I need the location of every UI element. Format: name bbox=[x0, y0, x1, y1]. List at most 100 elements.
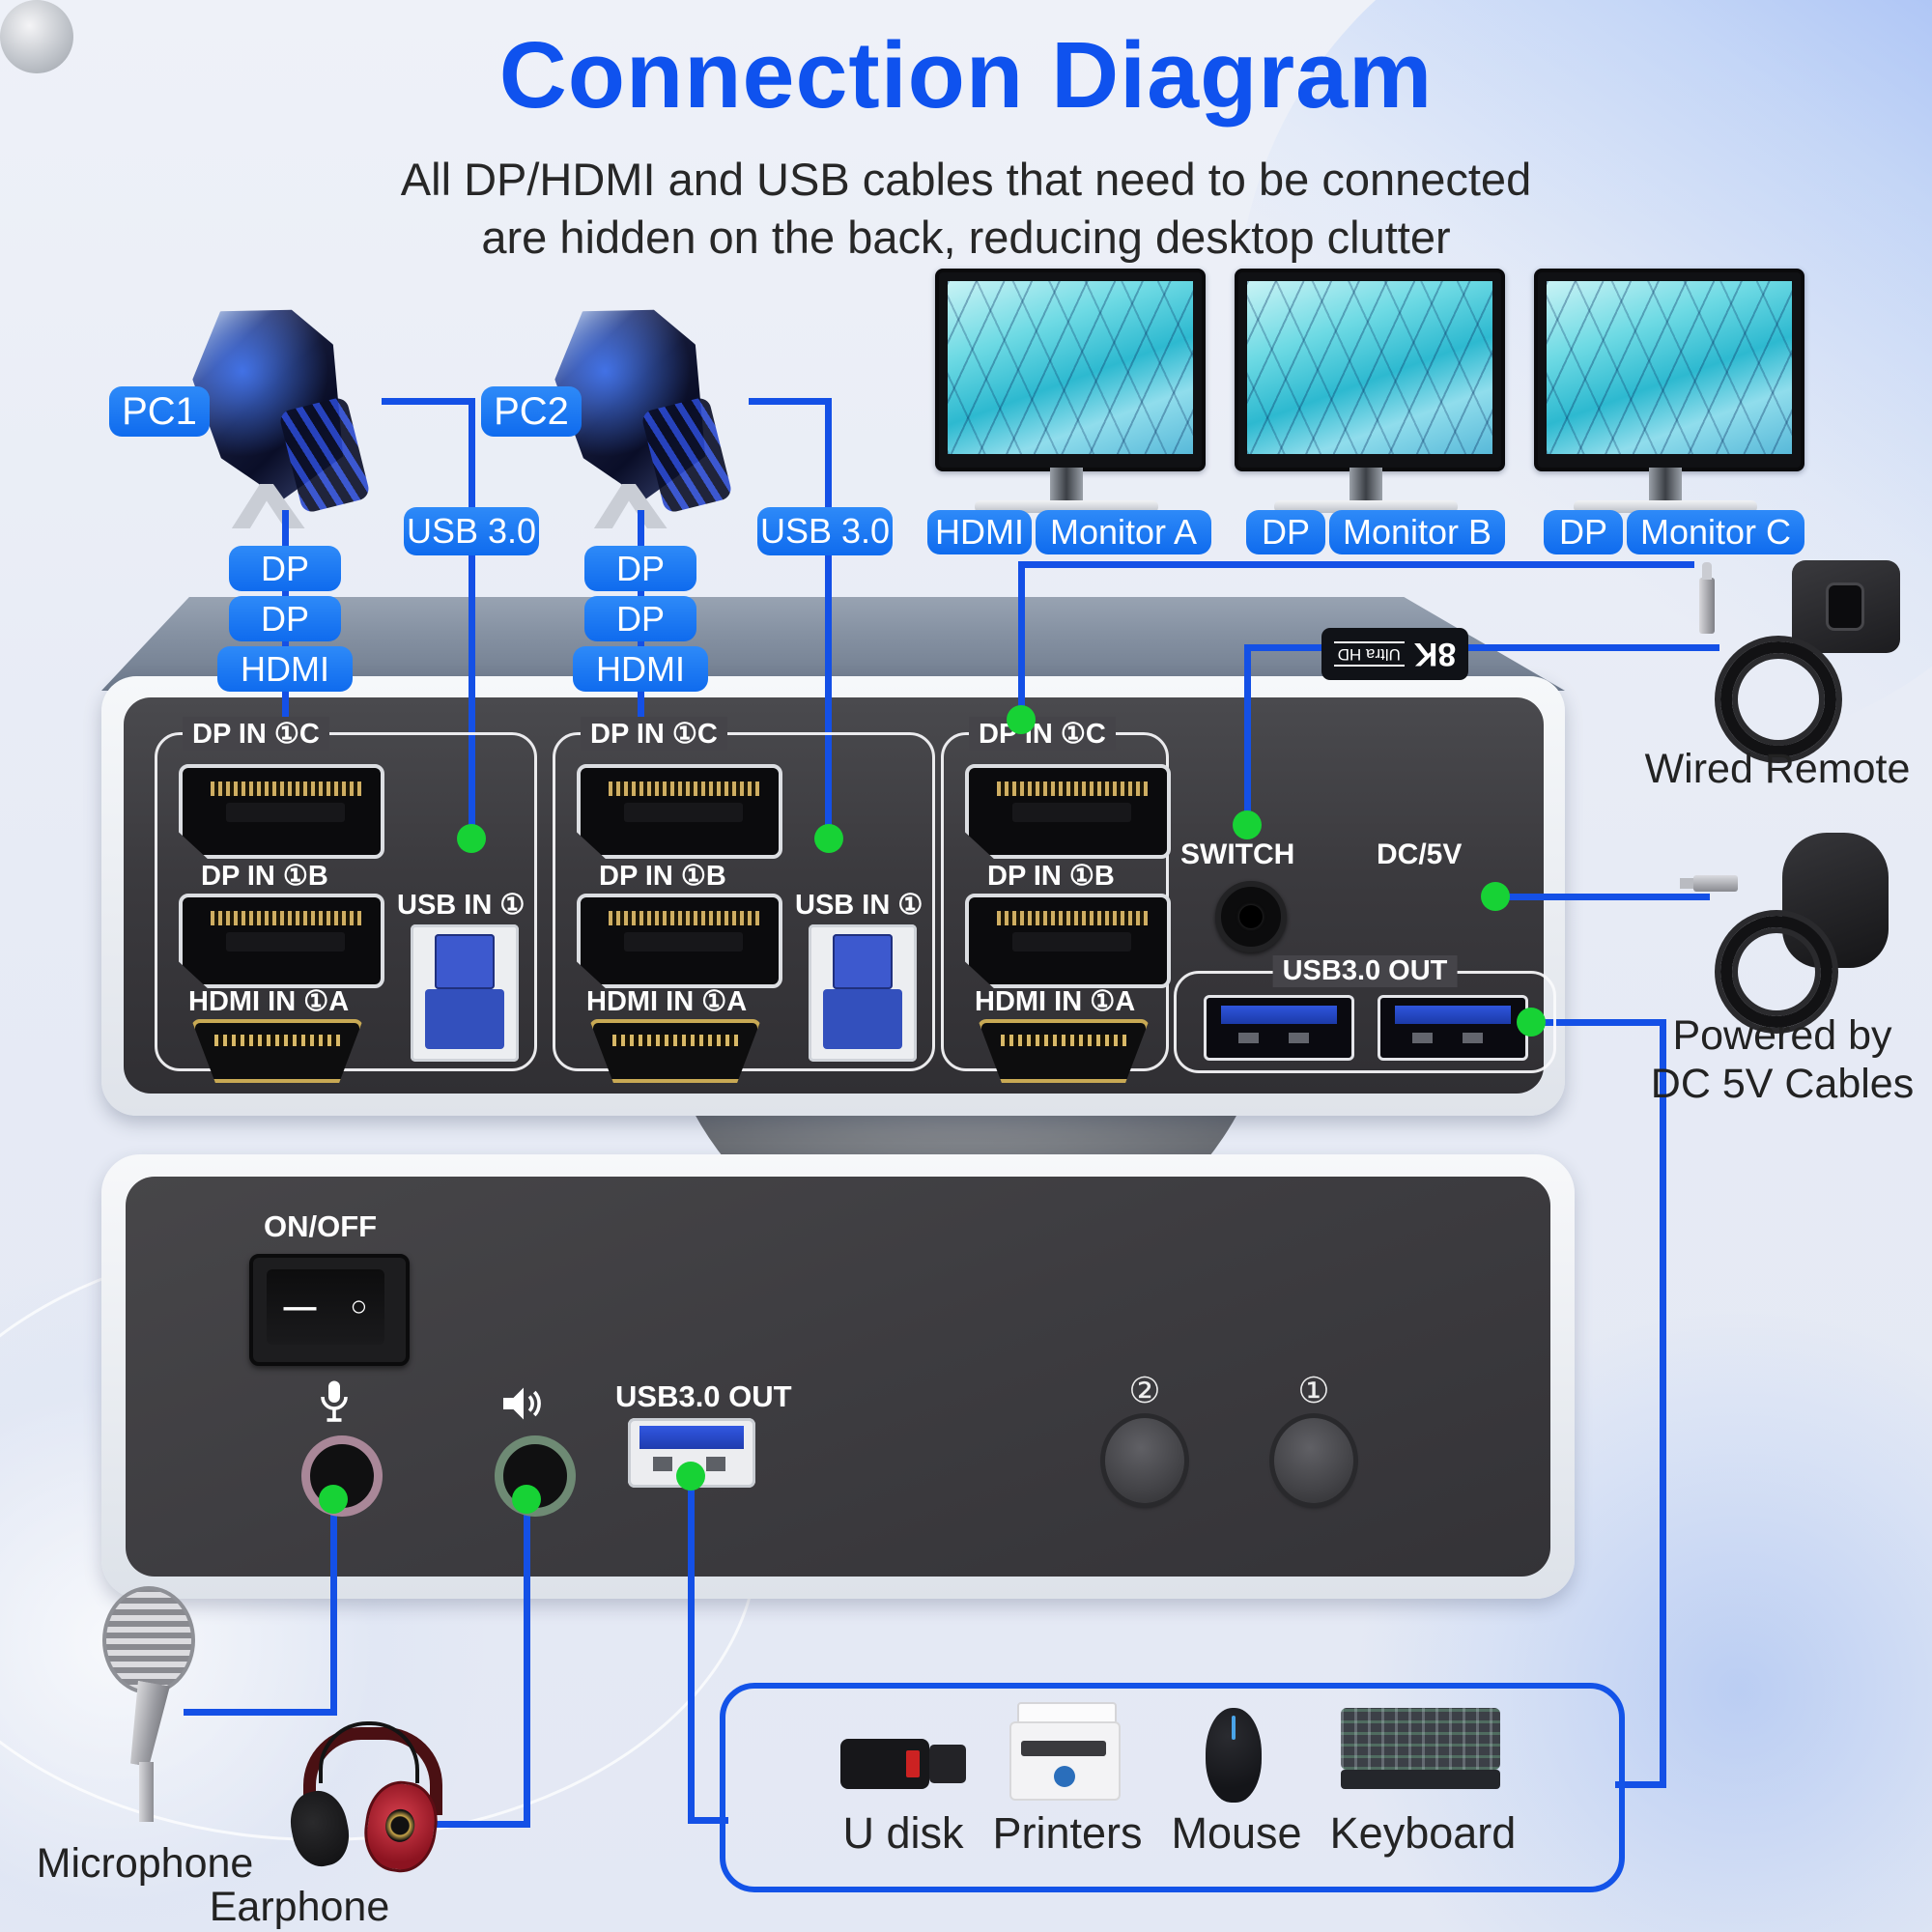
group2-dp-b-port bbox=[577, 894, 782, 988]
microphone-stand bbox=[139, 1762, 154, 1822]
monitor-b-name-label: Monitor B bbox=[1329, 510, 1505, 554]
wired-remote-caption: Wired Remote bbox=[1644, 746, 1911, 792]
monitor-b-screen bbox=[1247, 281, 1492, 454]
powered-by-caption-2: DC 5V Cables bbox=[1650, 1061, 1915, 1107]
cable-line-pc1-usb-v bbox=[469, 398, 475, 838]
monitor-b-image bbox=[1235, 269, 1505, 471]
page-title: Connection Diagram bbox=[498, 22, 1434, 128]
earphone-caption: Earphone bbox=[209, 1884, 390, 1930]
rocker-off-mark: ○ bbox=[350, 1291, 368, 1322]
pc1-fans bbox=[278, 395, 371, 515]
keyboard-image bbox=[1341, 1708, 1500, 1793]
pc1-label: PC1 bbox=[109, 386, 210, 437]
port-group-3: DP IN ①C DP IN ①B HDMI IN ①A bbox=[941, 717, 1171, 1083]
rocker-face: — ○ bbox=[267, 1269, 384, 1345]
remote-35mm-plug bbox=[1699, 562, 1715, 634]
pc2-hdmi-label: HDMI bbox=[573, 646, 708, 692]
speaker-icon bbox=[503, 1387, 541, 1420]
group1-dp-b-port bbox=[179, 894, 384, 988]
dc-power-jack bbox=[0, 0, 73, 73]
cable-line-monitors-v bbox=[1018, 561, 1025, 720]
power-adapter-image bbox=[1676, 833, 1908, 1028]
dot-usb-out-back bbox=[1517, 1008, 1546, 1037]
switch-label: SWITCH bbox=[1180, 838, 1295, 870]
cable-line-pc2-usb-v bbox=[825, 398, 832, 838]
front-usb30-out-label: USB3.0 OUT bbox=[615, 1379, 792, 1413]
dot-usb-out-front bbox=[676, 1462, 705, 1491]
monitor-a-base bbox=[975, 500, 1158, 513]
switch-remote-jack bbox=[1215, 881, 1287, 952]
mouse-caption: Mouse bbox=[1171, 1808, 1302, 1858]
dot-earphone-jack bbox=[512, 1485, 541, 1514]
monitor-a-screen bbox=[948, 281, 1193, 454]
group1-hdmi-a-port bbox=[191, 1019, 363, 1083]
subtitle-line-1: All DP/HDMI and USB cables that need to … bbox=[400, 154, 1532, 205]
earphone-jack-port bbox=[495, 1435, 576, 1517]
group3-hdmi-a-port bbox=[978, 1019, 1150, 1083]
dot-dc-power bbox=[1481, 882, 1510, 911]
dot-mic-jack bbox=[319, 1485, 348, 1514]
dot-monitor-output bbox=[1007, 705, 1036, 734]
pc1-stand bbox=[231, 484, 305, 528]
pc1-dp-label-1: DP bbox=[229, 546, 341, 591]
pc2-stand bbox=[593, 484, 668, 528]
monitor-c-screen bbox=[1547, 281, 1792, 454]
8k-ultra-hd-badge: 8K Ultra HD bbox=[1321, 628, 1468, 680]
button-2-label: ② bbox=[1128, 1371, 1161, 1410]
monitor-c-name-label: Monitor C bbox=[1627, 510, 1804, 554]
monitor-a-port-label: HDMI bbox=[927, 510, 1032, 554]
select-pc2-button bbox=[1105, 1418, 1184, 1503]
group3-hdmi-a-label: HDMI IN ①A bbox=[975, 986, 1136, 1017]
u-disk-connector bbox=[929, 1745, 966, 1783]
group3-dp-c-label: DP IN ①C bbox=[969, 717, 1116, 751]
monitor-c-image bbox=[1534, 269, 1804, 471]
select-pc1-button bbox=[1274, 1418, 1353, 1503]
printer-image bbox=[1009, 1702, 1121, 1801]
usb30-out-port-2 bbox=[1378, 995, 1528, 1061]
group2-dp-c-port bbox=[577, 764, 782, 859]
pc1-hdmi-label: HDMI bbox=[217, 646, 353, 692]
cable-line-usbfront-h bbox=[688, 1817, 728, 1824]
power-rocker-switch: — ○ bbox=[249, 1254, 410, 1366]
mouse-image bbox=[1206, 1708, 1262, 1803]
u-disk-caption: U disk bbox=[842, 1808, 964, 1858]
cable-line-usbfront-v bbox=[688, 1476, 695, 1824]
group2-dp-c-label: DP IN ①C bbox=[581, 717, 727, 751]
dot-switch bbox=[1233, 810, 1262, 839]
dot-pc2-usb bbox=[814, 824, 843, 853]
group1-usb-in-label: USB IN ① bbox=[397, 890, 526, 921]
cable-line-dc-h bbox=[1495, 894, 1710, 900]
monitor-a-image bbox=[935, 269, 1206, 471]
group2-usb-in-port bbox=[809, 924, 917, 1062]
rocker-on-mark: — bbox=[283, 1288, 317, 1325]
wired-remote-image bbox=[1676, 560, 1908, 757]
group1-dp-b-label: DP IN ①B bbox=[201, 861, 328, 892]
pc1-usb30-label: USB 3.0 bbox=[404, 507, 539, 555]
adapter-cable-coil bbox=[1720, 916, 1833, 1028]
usb30-out-port-1 bbox=[1204, 995, 1354, 1061]
cable-line-monitors-h bbox=[1018, 561, 1694, 568]
microphone-body bbox=[119, 1680, 175, 1769]
printer-slot bbox=[1021, 1741, 1106, 1756]
badge-8k-text: 8K bbox=[1413, 636, 1457, 673]
monitor-a-neck bbox=[1050, 468, 1083, 506]
on-off-label: ON/OFF bbox=[264, 1209, 378, 1243]
button-1-label: ① bbox=[1297, 1371, 1330, 1410]
group2-dp-b-label: DP IN ①B bbox=[599, 861, 726, 892]
port-group-1: DP IN ①C DP IN ①B HDMI IN ①A USB IN ① bbox=[155, 717, 537, 1083]
cable-line-switch-v bbox=[1244, 644, 1251, 834]
dot-pc1-usb bbox=[457, 824, 486, 853]
powered-by-caption-1: Powered by bbox=[1672, 1012, 1892, 1059]
group1-dp-c-port bbox=[179, 764, 384, 859]
cable-line-switch-h bbox=[1244, 644, 1719, 651]
usb-peripherals-box bbox=[720, 1683, 1625, 1892]
group1-hdmi-a-label: HDMI IN ①A bbox=[188, 986, 350, 1017]
usb-out-group: USB3.0 OUT bbox=[1174, 955, 1556, 1073]
subtitle-line-2: are hidden on the back, reducing desktop… bbox=[481, 212, 1451, 263]
printer-body bbox=[1009, 1721, 1121, 1801]
usb30-out-label: USB3.0 OUT bbox=[1272, 955, 1458, 987]
cable-line-pc1-usb-h bbox=[382, 398, 474, 405]
monitor-c-port-label: DP bbox=[1544, 510, 1623, 554]
group2-usb-in-label: USB IN ① bbox=[795, 890, 923, 921]
